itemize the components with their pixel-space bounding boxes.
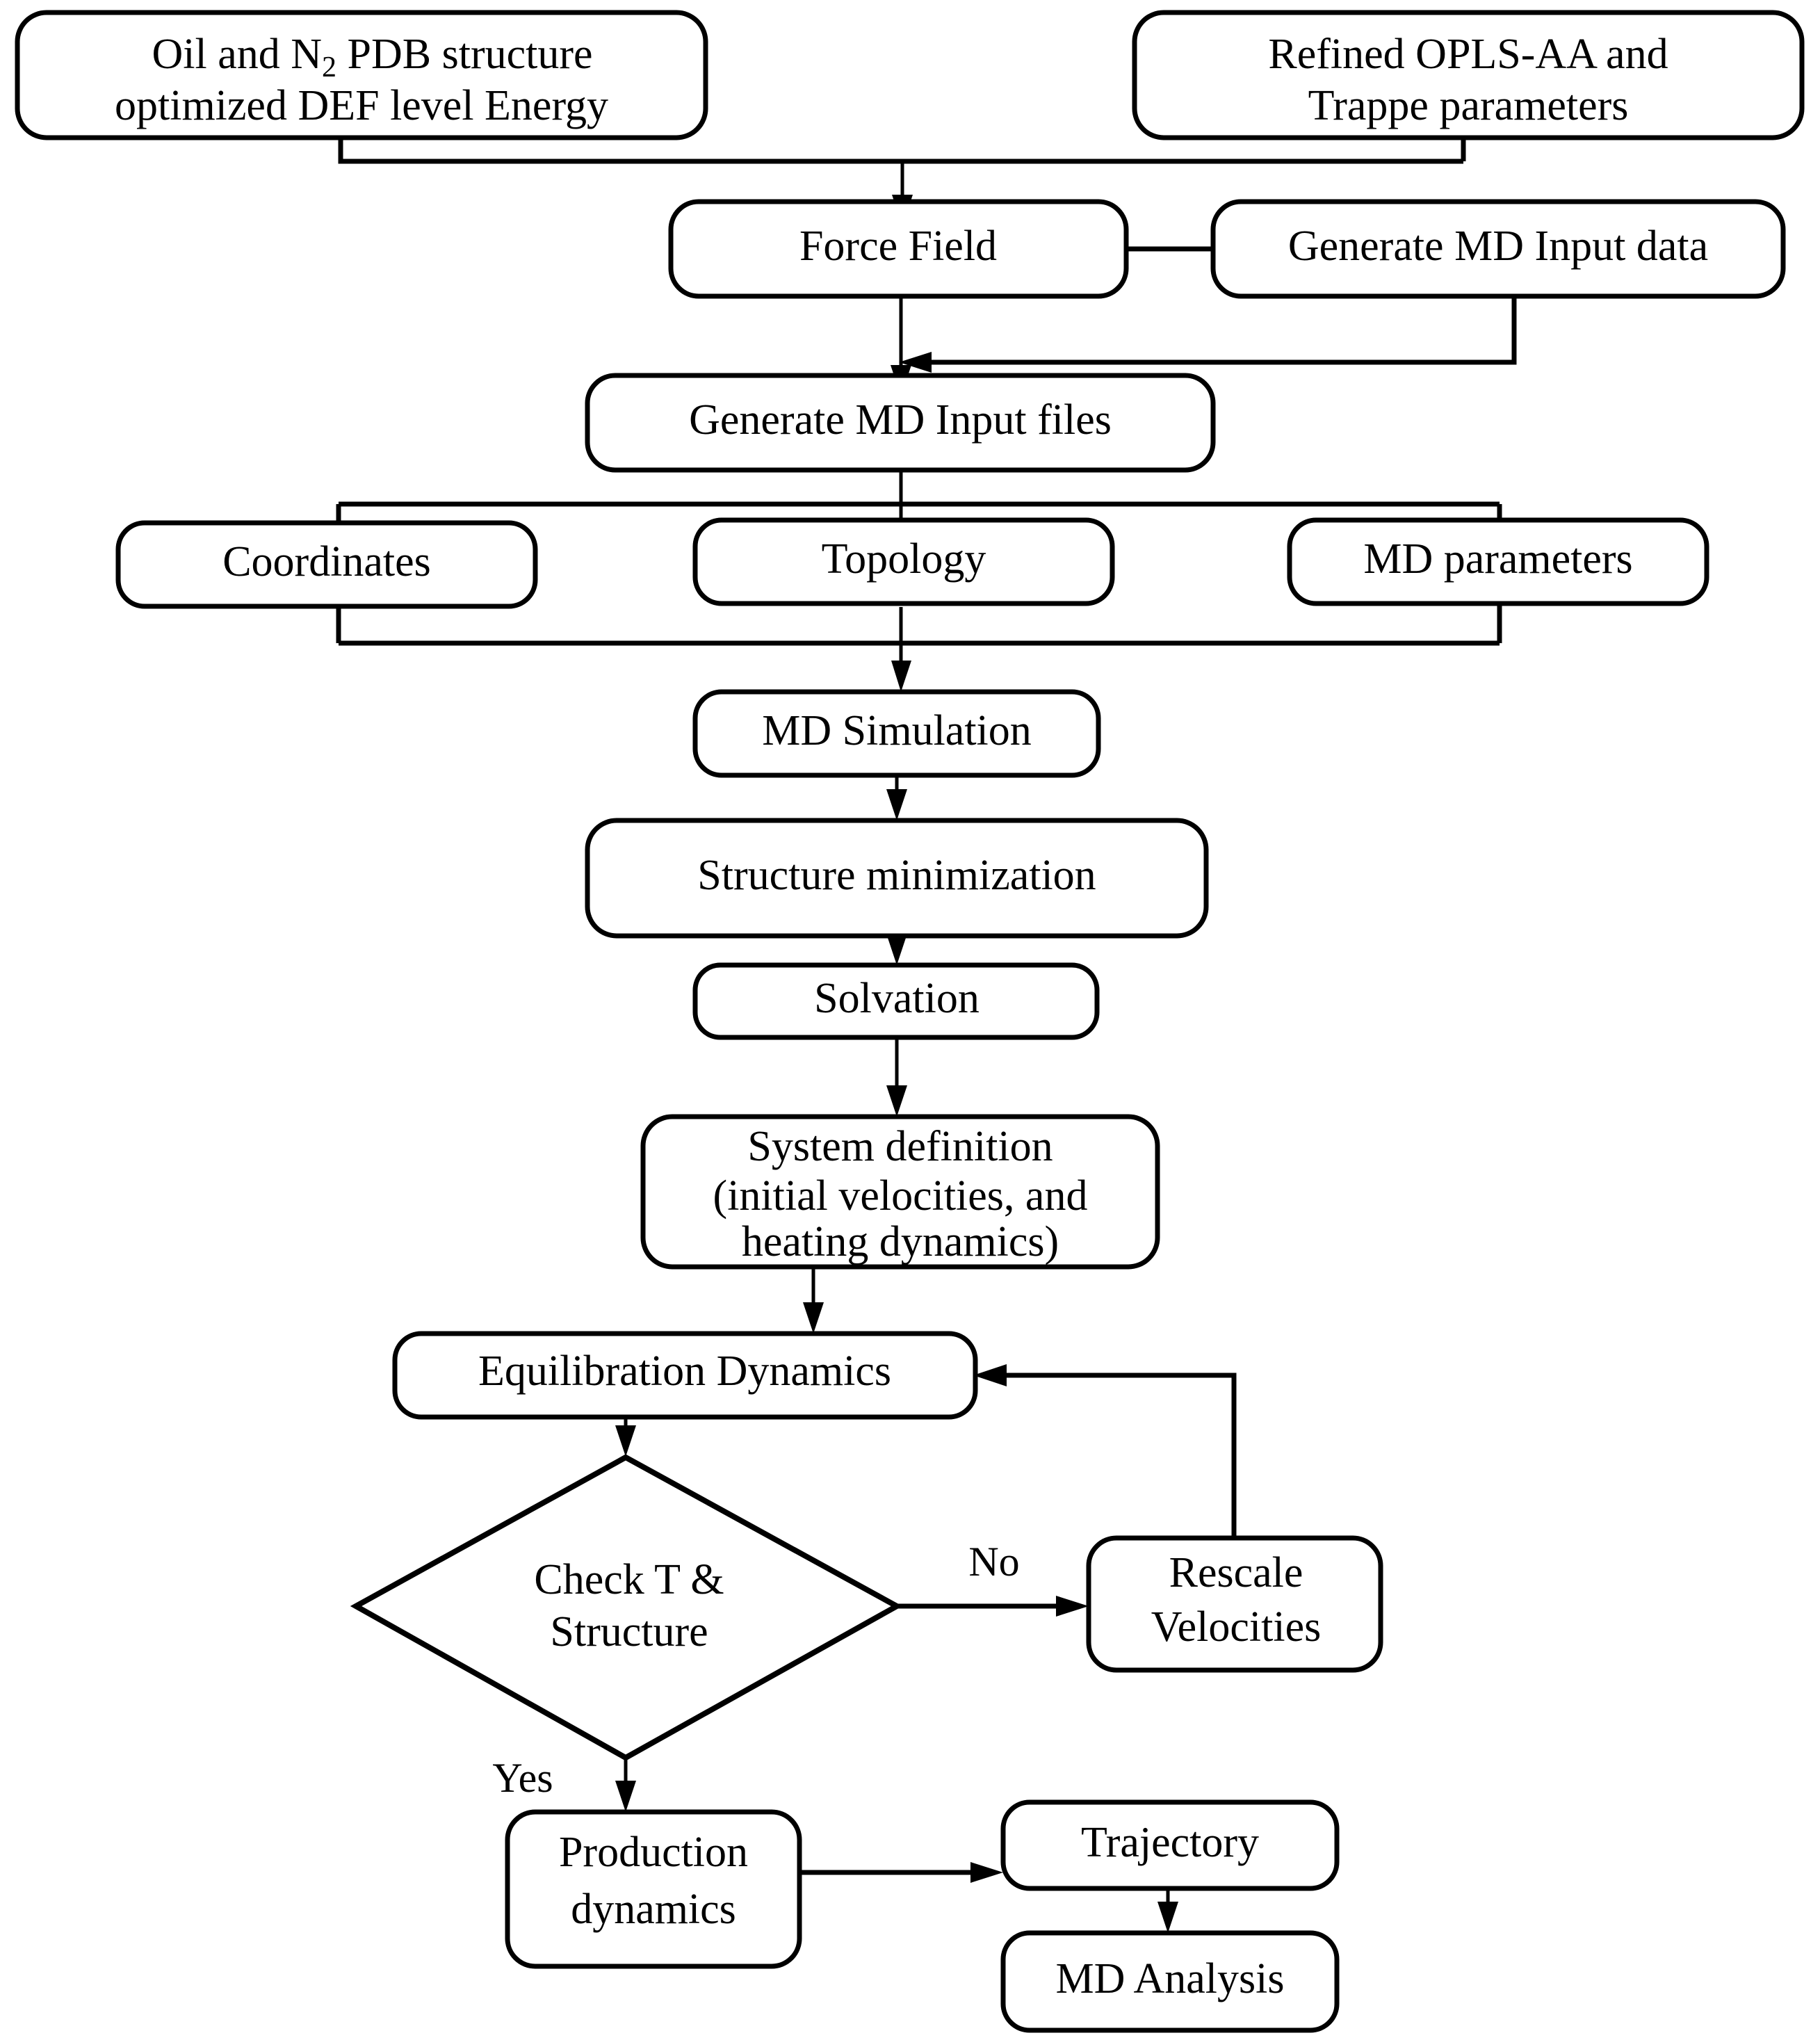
oil-pdb-sub: 2 — [322, 51, 336, 83]
edge-label-yes: Yes — [492, 1755, 553, 1801]
connector-fanin-to-mdsimulation — [336, 601, 1502, 692]
node-oil-pdb-structure[interactable]: Oil and N2 PDB structure optimized DEF l… — [15, 10, 708, 140]
refined-params-line2: Trappe parameters — [1308, 82, 1629, 129]
equilibration-dynamics-label: Equilibration Dynamics — [478, 1347, 891, 1395]
trajectory-label: Trajectory — [1081, 1819, 1259, 1866]
node-trajectory[interactable]: Trajectory — [1000, 1799, 1340, 1891]
coordinates-label: Coordinates — [222, 538, 431, 585]
structure-minimization-label: Structure minimization — [697, 852, 1096, 899]
svg-text:Oil and N2 PDB structure: Oil and N2 PDB structure — [55, 31, 668, 83]
topology-label: Topology — [822, 535, 986, 583]
system-definition-line3: heating dynamics) — [742, 1218, 1059, 1265]
generate-md-input-files-label: Generate MD Input files — [689, 396, 1112, 444]
node-production-dynamics[interactable]: Production dynamics — [505, 1809, 802, 1969]
connector-structuremin-to-solvation — [886, 934, 907, 965]
connector-decision-yes-to-production — [615, 1759, 636, 1812]
production-dynamics-line2: dynamics — [571, 1886, 736, 1933]
connector-mdsimulation-to-structuremin — [886, 775, 907, 820]
connector-decision-no-to-rescale — [897, 1596, 1089, 1617]
node-coordinates[interactable]: Coordinates — [115, 520, 538, 609]
connector-geninputdata-to-stem — [899, 296, 1517, 373]
connector-oilpdb-to-forcefield — [338, 137, 1463, 164]
node-generate-md-input-files[interactable]: Generate MD Input files — [585, 373, 1216, 473]
node-structure-minimization[interactable]: Structure minimization — [585, 818, 1209, 939]
connector-trajectory-to-mdanalysis — [1157, 1888, 1178, 1933]
rescale-velocities-line2: Velocities — [1151, 1603, 1322, 1651]
node-topology[interactable]: Topology — [692, 517, 1115, 606]
node-md-analysis[interactable]: MD Analysis — [1000, 1930, 1340, 2033]
production-dynamics-line1: Production — [559, 1829, 748, 1876]
connector-rescale-to-equilibration — [973, 1364, 1237, 1538]
node-equilibration-dynamics[interactable]: Equilibration Dynamics — [392, 1331, 978, 1420]
md-analysis-label: MD Analysis — [1056, 1955, 1285, 2002]
md-parameters-label: MD parameters — [1363, 535, 1632, 583]
connector-systemdef-to-equilibration — [803, 1267, 824, 1334]
check-decision-line1: Check T & — [534, 1556, 724, 1603]
generate-md-input-data-label: Generate MD Input data — [1288, 222, 1708, 270]
connector-production-to-trajectory — [799, 1862, 1003, 1883]
oil-pdb-line2: optimized DEF level Energy — [115, 82, 608, 129]
node-rescale-velocities[interactable]: Rescale Velocities — [1086, 1535, 1383, 1673]
node-md-simulation[interactable]: MD Simulation — [692, 689, 1101, 778]
rescale-velocities-line1: Rescale — [1169, 1549, 1303, 1596]
node-check-decision[interactable]: Check T & Structure — [350, 1454, 903, 1761]
md-simulation-label: MD Simulation — [762, 707, 1032, 754]
node-md-parameters[interactable]: MD parameters — [1287, 517, 1709, 606]
node-force-field[interactable]: Force Field — [668, 199, 1129, 299]
connector-equilibration-to-decision — [615, 1416, 636, 1457]
node-refined-parameters[interactable]: Refined OPLS-AA and Trappe parameters — [1132, 10, 1805, 140]
connector-solvation-to-systemdef — [886, 1036, 907, 1117]
check-decision-line2: Structure — [550, 1608, 708, 1656]
oil-pdb-line1: Oil and N — [152, 31, 322, 78]
system-definition-line2: (initial velocities, and — [713, 1172, 1088, 1220]
node-solvation[interactable]: Solvation — [692, 962, 1100, 1040]
node-system-definition[interactable]: System definition (initial velocities, a… — [640, 1114, 1160, 1270]
edge-label-no: No — [968, 1539, 1019, 1585]
oil-pdb-line1b: PDB structure — [336, 31, 593, 78]
force-field-label: Force Field — [799, 222, 997, 270]
system-definition-line1: System definition — [747, 1123, 1053, 1170]
node-generate-md-input-data[interactable]: Generate MD Input data — [1210, 199, 1786, 299]
refined-params-line1: Refined OPLS-AA and — [1268, 31, 1668, 78]
solvation-label: Solvation — [814, 975, 980, 1022]
